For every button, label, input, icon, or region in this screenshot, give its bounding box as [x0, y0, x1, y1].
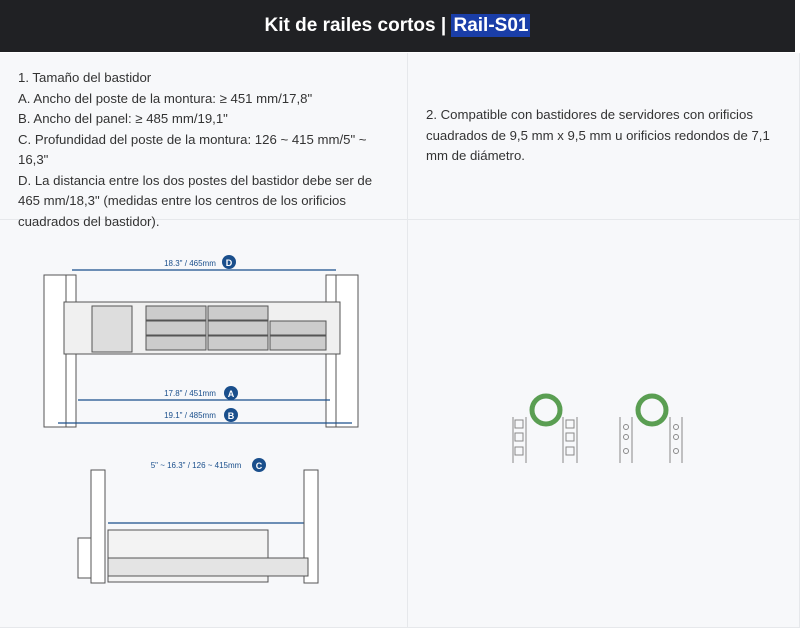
c-dimension-label: 5" ~ 16.3" / 126 ~ 415mm — [151, 461, 242, 470]
hole-types-diagram — [512, 393, 683, 463]
c-badge: C — [256, 461, 263, 471]
spec-line: 1. Tamaño del bastidor — [18, 70, 152, 85]
b-dimension-label: 19.1" / 485mm — [164, 411, 216, 420]
d-dimension-label: 18.3" / 465mm — [164, 259, 216, 268]
title-prefix: Kit de railes cortos | — [264, 15, 452, 36]
spec-line: A. Ancho del poste de la montura: ≥ 451 … — [18, 90, 313, 106]
spec-grid: 1. Tamaño del bastidor A. Ancho del post… — [0, 53, 800, 628]
b-badge: B — [228, 411, 235, 421]
a-dimension-label: 17.8" / 451mm — [164, 389, 216, 398]
rack-diagram-cell: 18.3" / 465mm D 17.8" / 451mm A 19.1" / … — [0, 220, 408, 628]
d-badge: D — [226, 258, 233, 268]
spec-line: B. Ancho del panel: ≥ 485 mm/19,1" — [18, 111, 228, 126]
spec-line: D. La distancia entre los dos postes del… — [18, 172, 373, 229]
round-hole-ring — [635, 393, 669, 427]
hole-compat-spec: 2. Compatible con bastidores de servidor… — [408, 53, 800, 220]
page-title: Kit de railes cortos | Rail-S01 — [0, 0, 795, 52]
rack-front-diagram: 18.3" / 465mm D 17.8" / 451mm A 19.1" / … — [43, 255, 359, 584]
hole-types-diagram-cell — [408, 220, 800, 628]
a-badge: A — [228, 389, 235, 399]
rack-size-spec: 1. Tamaño del bastidor A. Ancho del post… — [0, 53, 408, 229]
square-hole-ring — [529, 393, 563, 427]
spec-text: 2. Compatible con bastidores de servidor… — [426, 107, 770, 164]
model-name: Rail-S01 — [451, 14, 531, 37]
spec-line: C. Profundidad del poste de la montura: … — [18, 131, 367, 168]
